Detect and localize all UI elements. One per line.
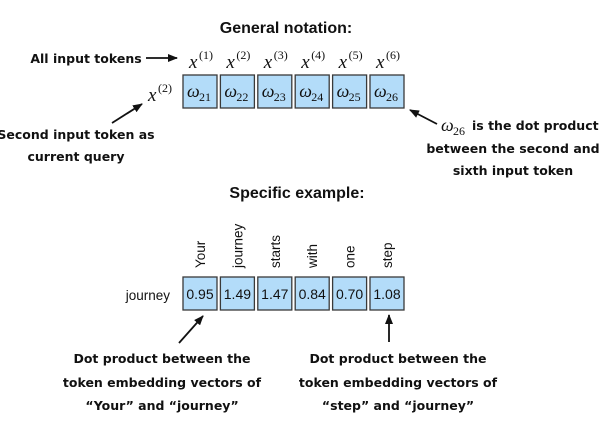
input-token: x(3) xyxy=(263,48,288,73)
score-value: 0.95 xyxy=(186,286,213,302)
dot-annotation-line-3: sixth input token xyxy=(453,163,573,178)
input-token-base: x xyxy=(375,52,385,73)
score-value: 0.84 xyxy=(299,286,326,302)
weight-base: ω xyxy=(187,81,200,101)
input-token: x(1) xyxy=(188,48,213,73)
score-cell: 0.84 xyxy=(294,276,330,311)
score-cell-box xyxy=(369,276,405,311)
input-token-sup: (4) xyxy=(311,48,325,62)
token-label: starts xyxy=(268,235,283,268)
weight-cell-box xyxy=(219,74,256,109)
weight-base: ω xyxy=(224,81,237,101)
score-value: 0.70 xyxy=(336,286,363,302)
weight-sub: 26 xyxy=(386,90,398,104)
weight-base: ω xyxy=(299,81,312,101)
input-token: x(4) xyxy=(300,48,325,73)
dot-annotation-line-1: is the dot product xyxy=(472,118,599,133)
input-token: x(6) xyxy=(375,48,400,73)
left-annotation-line-2: token embedding vectors of xyxy=(63,375,262,390)
weight-sub: 22 xyxy=(236,90,248,104)
input-token-sup: (1) xyxy=(199,48,213,62)
score-cell-box xyxy=(219,276,256,311)
query-token-base: x xyxy=(147,85,157,106)
input-token-base: x xyxy=(300,52,310,73)
dot-symbol-sub: 26 xyxy=(453,124,465,138)
weight-base: ω xyxy=(337,81,350,101)
input-token-sup: (3) xyxy=(274,48,288,62)
score-cell-box xyxy=(257,276,293,311)
token-label: one xyxy=(343,245,358,268)
weight-cell-box xyxy=(369,74,405,109)
left-annotation-line-1: Dot product between the xyxy=(73,351,250,366)
weight-sub: 21 xyxy=(199,90,211,104)
score-cell: 1.49 xyxy=(219,276,256,311)
token-label: with xyxy=(305,244,320,269)
input-token-sup: (2) xyxy=(236,48,250,62)
weight-cell-box xyxy=(331,74,368,109)
score-value: 1.47 xyxy=(261,286,288,302)
score-cell-box xyxy=(331,276,368,311)
score-cell: 0.95 xyxy=(182,276,218,311)
weight-cell-box xyxy=(257,74,293,109)
input-token-base: x xyxy=(225,52,235,73)
score-cell-box xyxy=(294,276,330,311)
weight-cell-box xyxy=(182,74,218,109)
dot-product-arrow-icon xyxy=(409,109,438,125)
input-token-base: x xyxy=(263,52,273,73)
token-label: step xyxy=(380,242,395,268)
left-annotation-line-3: “Your” and “journey” xyxy=(85,398,238,413)
dot-symbol-base: ω xyxy=(441,115,454,135)
token-label-row: Your journey starts with one step xyxy=(193,223,395,269)
input-token-sup: (5) xyxy=(349,48,363,62)
score-cell: 0.70 xyxy=(331,276,368,311)
input-token: x(2) xyxy=(225,48,250,73)
weight-sub: 23 xyxy=(274,90,286,104)
left-annotation-arrow-icon xyxy=(178,315,204,344)
right-annotation-line-2: token embedding vectors of xyxy=(299,375,498,390)
score-value: 1.49 xyxy=(224,286,251,302)
dot-annotation-line-2: between the second and xyxy=(426,141,599,156)
input-token-base: x xyxy=(188,52,198,73)
input-token: x(5) xyxy=(338,48,363,73)
weight-sub: 24 xyxy=(311,90,323,104)
score-cell: 1.47 xyxy=(257,276,293,311)
score-cell-box xyxy=(182,276,218,311)
query-arrow-icon xyxy=(111,103,143,124)
token-label: Your xyxy=(193,240,208,268)
general-notation-title: General notation: xyxy=(220,20,352,37)
specific-query-label: journey xyxy=(125,288,171,303)
weight-base: ω xyxy=(374,81,387,101)
specific-example-title: Specific example: xyxy=(229,185,364,202)
input-token-base: x xyxy=(338,52,348,73)
input-token-row: x(1)x(2)x(3)x(4)x(5)x(6) xyxy=(188,48,400,73)
query-token-sup: (2) xyxy=(158,81,172,95)
query-token: x (2) xyxy=(147,81,172,106)
weight-sub: 25 xyxy=(349,90,361,104)
value-row: 0.95 1.49 1.47 0.84 0.70 1.08 xyxy=(182,276,405,311)
weight-cell-box xyxy=(294,74,330,109)
right-annotation-line-1: Dot product between the xyxy=(309,351,486,366)
token-label: journey xyxy=(230,223,245,269)
input-token-sup: (6) xyxy=(386,48,400,62)
query-annotation-line-1: Second input token as xyxy=(0,127,155,142)
weight-base: ω xyxy=(262,81,275,101)
dot-product-annotation: ω 26 is the dot product between the seco… xyxy=(426,115,599,178)
query-annotation-line-2: current query xyxy=(28,149,125,164)
all-input-tokens-label: All input tokens xyxy=(30,51,141,66)
right-annotation-line-3: “step” and “journey” xyxy=(322,398,474,413)
score-value: 1.08 xyxy=(373,286,400,302)
score-cell: 1.08 xyxy=(369,276,405,311)
